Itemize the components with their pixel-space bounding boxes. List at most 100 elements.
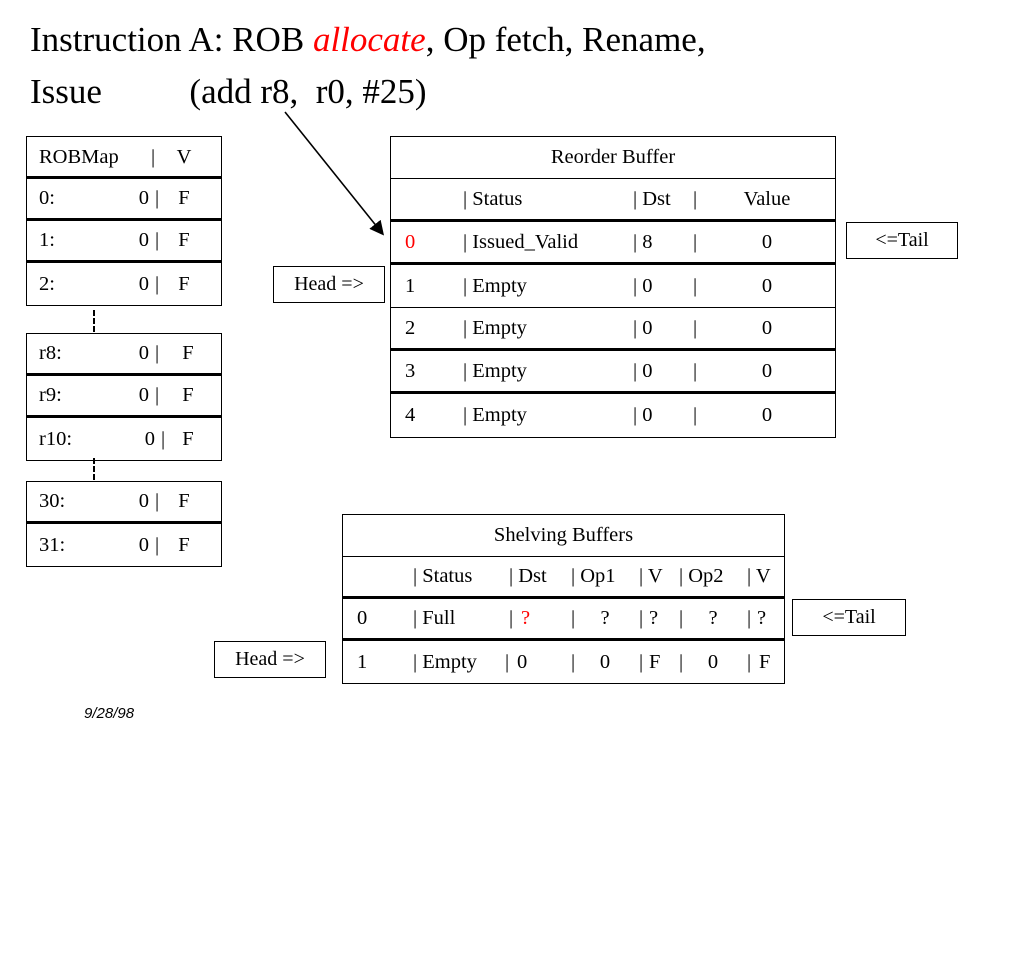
robmap-row-value: 0 — [138, 533, 149, 556]
robmap-header-label: ROBMap — [39, 145, 119, 168]
rob-row-value: 0 — [761, 404, 773, 426]
reorder-buffer-caption: Reorder Buffer — [391, 137, 835, 179]
sb-row-status: | Empty — [413, 650, 477, 673]
robmap-row-index: 2: — [39, 272, 55, 295]
robmap-row-index: 1: — [39, 229, 55, 251]
robmap-row-2[interactable]: 2: 0 | F — [27, 263, 221, 305]
sb-row-v1-separator: | — [639, 650, 644, 673]
robmap-row-index: 31: — [39, 533, 66, 556]
robmap-row-index: r8: — [39, 342, 62, 364]
robmap-row-valid: F — [182, 384, 194, 406]
robmap-header-row: ROBMap | V — [27, 137, 221, 179]
reorder-buffer-row-0[interactable]: 0 | Issued_Valid | 8 | 0 — [391, 222, 835, 265]
sb-header-dst: | Dst — [509, 565, 547, 587]
sb-row-op2-separator: | — [679, 607, 684, 629]
reorder-buffer-row-4[interactable]: 4 | Empty | 0 | 0 — [391, 394, 835, 437]
robmap-ellipsis-1-icon — [93, 310, 95, 332]
robmap-row-value: 0 — [138, 384, 149, 406]
robmap-row-value: 0 — [138, 490, 149, 512]
rob-row-index: 3 — [405, 359, 416, 382]
robmap-row-valid: F — [178, 229, 190, 251]
robmap-row-31[interactable]: 31: 0 | F — [27, 524, 221, 566]
reorder-buffer-head-callout: Head => — [273, 266, 385, 303]
sb-row-v1: ? — [649, 607, 659, 629]
sb-row-dst-separator: | — [509, 607, 514, 629]
sb-row-op1-separator: | — [571, 650, 576, 673]
robmap-ellipsis-2-icon — [93, 458, 95, 480]
rob-row-value: 0 — [761, 359, 773, 382]
reorder-buffer-row-2[interactable]: 2 | Empty | 0 | 0 — [391, 308, 835, 351]
shelving-buffers-head-callout: Head => — [214, 641, 326, 678]
sb-row-index: 0 — [357, 607, 368, 629]
rob-row-separator: | — [693, 274, 698, 297]
sb-row-v2-separator: | — [747, 650, 752, 673]
rob-row-status: | Empty — [463, 274, 527, 297]
robmap-table-group-1: ROBMap | V 0: 0 | F 1: 0 | F 2: 0 | F — [26, 136, 222, 306]
sb-header-op1: | Op1 — [571, 565, 616, 587]
robmap-row-r8[interactable]: r8: 0 | F — [27, 334, 221, 376]
sb-row-v2-separator: | — [747, 607, 752, 629]
reorder-buffer-row-3[interactable]: 3 | Empty | 0 | 0 — [391, 351, 835, 394]
robmap-row-index: r9: — [39, 384, 62, 406]
robmap-row-separator: | — [154, 533, 160, 556]
rob-row-value: 0 — [761, 316, 773, 339]
shelving-buffers-tail-callout: <=Tail — [792, 599, 906, 636]
robmap-row-index: 30: — [39, 490, 66, 512]
robmap-row-separator: | — [154, 490, 160, 512]
robmap-row-valid: F — [182, 427, 194, 450]
sb-row-v2: F — [759, 650, 771, 673]
robmap-row-value: 0 — [138, 272, 149, 295]
rob-row-dst: | 0 — [633, 274, 653, 297]
robmap-row-0[interactable]: 0: 0 | F — [27, 179, 221, 221]
robmap-table-group-2: r8: 0 | F r9: 0 | F r10: 0 | F — [26, 333, 222, 461]
rob-header-status: | Status — [463, 187, 523, 210]
sb-row-op1-separator: | — [571, 607, 576, 629]
robmap-row-30[interactable]: 30: 0 | F — [27, 482, 221, 524]
sb-header-v1: | V — [639, 565, 663, 587]
title-part-post: , Op fetch, Rename, — [425, 20, 706, 59]
sb-row-op2: ? — [708, 607, 718, 629]
rob-row-dst: | 0 — [633, 404, 653, 426]
rob-row-status: | Empty — [463, 404, 527, 426]
shelving-buffers-table: Shelving Buffers | Status | Dst | Op1 | … — [342, 514, 785, 684]
robmap-row-valid: F — [182, 342, 194, 364]
rob-row-separator: | — [693, 316, 698, 339]
robmap-row-1[interactable]: 1: 0 | F — [27, 221, 221, 263]
reorder-buffer-table: Reorder Buffer | Status | Dst | Value 0 … — [390, 136, 836, 438]
robmap-row-separator: | — [160, 427, 166, 450]
rob-row-index: 0 — [405, 230, 416, 253]
sb-row-dst-separator: | — [505, 650, 510, 673]
robmap-row-separator: | — [154, 272, 160, 295]
sb-row-op1: ? — [600, 607, 610, 629]
reorder-buffer-tail-callout: <=Tail — [846, 222, 958, 259]
robmap-row-r9[interactable]: r9: 0 | F — [27, 376, 221, 418]
sb-row-op2-separator: | — [679, 650, 684, 673]
sb-row-op2: 0 — [707, 650, 719, 673]
rob-row-status: | Empty — [463, 316, 527, 339]
sb-row-index: 1 — [357, 650, 368, 673]
rob-header-dst: | Dst — [633, 187, 671, 210]
rob-row-value: 0 — [761, 274, 773, 297]
pointer-arrow-icon — [284, 111, 385, 236]
sb-row-status: | Full — [413, 607, 456, 629]
sb-row-v2: ? — [757, 607, 767, 629]
robmap-row-index: 0: — [39, 187, 55, 209]
shelving-buffers-row-0[interactable]: 0 | Full | ? | ? | ? | ? | ? — [343, 599, 784, 641]
sb-row-v1: F — [649, 650, 661, 673]
rob-row-dst: | 0 — [633, 359, 653, 382]
rob-row-index: 1 — [405, 274, 416, 297]
rob-header-value: Value — [743, 187, 791, 210]
rob-row-status: | Empty — [463, 359, 527, 382]
robmap-row-r10[interactable]: r10: 0 | F — [27, 418, 221, 460]
sb-header-op2: | Op2 — [679, 565, 724, 587]
title-line-2: Issue (add r8, r0, #25) — [30, 72, 427, 111]
robmap-row-index: r10: — [39, 427, 73, 450]
robmap-row-value: 0 — [138, 229, 149, 251]
robmap-row-value: 0 — [138, 187, 149, 209]
robmap-row-valid: F — [178, 490, 190, 512]
robmap-row-value: 0 — [138, 342, 149, 364]
reorder-buffer-row-1[interactable]: 1 | Empty | 0 | 0 — [391, 265, 835, 308]
shelving-buffers-row-1[interactable]: 1 | Empty | 0 | 0 | F | 0 | F — [343, 641, 784, 683]
rob-row-index: 2 — [405, 316, 416, 339]
shelving-buffers-header-row: | Status | Dst | Op1 | V | Op2 | V — [343, 557, 784, 599]
